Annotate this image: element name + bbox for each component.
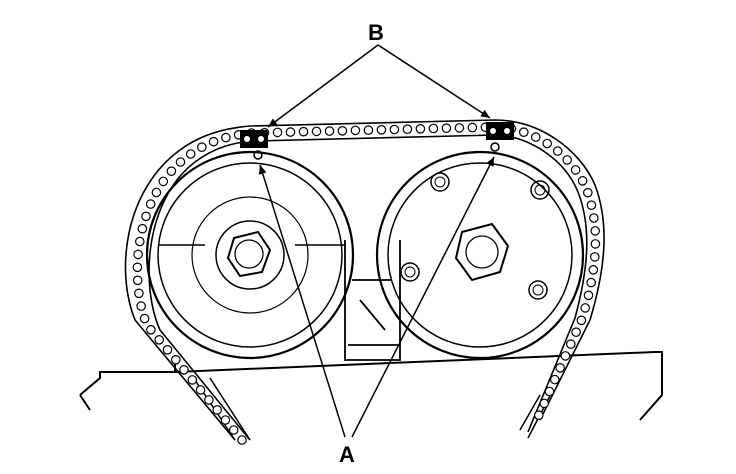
cylinder-head-outline xyxy=(79,351,663,421)
colored-link-right xyxy=(486,122,514,140)
chain-roller xyxy=(228,425,239,435)
chain-roller xyxy=(562,155,572,165)
chain-roller xyxy=(146,324,156,335)
chain-roller xyxy=(582,187,593,198)
chain-roller xyxy=(134,288,144,299)
chain-roller xyxy=(285,127,296,137)
chain-roller xyxy=(132,275,143,286)
chain-roller xyxy=(158,176,169,187)
chain-roller xyxy=(175,157,186,167)
chain-roller xyxy=(576,315,587,326)
chain-roller xyxy=(590,239,601,249)
callout-label-b: B xyxy=(368,20,384,45)
chain-roller xyxy=(137,223,148,234)
chain-roller xyxy=(583,290,594,301)
timing-chain-outer xyxy=(124,119,605,441)
chain-links xyxy=(132,122,601,445)
chain-roller xyxy=(539,398,549,409)
chain-roller xyxy=(145,199,156,209)
right-sprocket-bolt-head xyxy=(454,222,510,282)
chain-roller xyxy=(272,127,283,138)
chain-roller xyxy=(560,351,571,361)
chain-roller xyxy=(162,344,173,355)
chain-roller xyxy=(187,375,198,385)
chain-roller xyxy=(350,125,361,136)
timing-mark-right xyxy=(490,142,500,152)
chain-roller xyxy=(552,146,563,156)
chain-roller xyxy=(544,386,555,397)
chain-roller xyxy=(589,213,599,223)
chain-roller xyxy=(590,226,600,236)
chain-roller xyxy=(166,166,177,176)
chain-roller xyxy=(428,123,439,134)
chain-roller xyxy=(363,125,374,135)
chain-roller xyxy=(441,123,452,133)
chain-roller xyxy=(171,354,181,365)
colored-link-left xyxy=(240,130,268,148)
chain-roller xyxy=(586,200,597,210)
chain-roller xyxy=(195,385,206,395)
chain-roller xyxy=(549,374,560,385)
chain-roller xyxy=(220,415,231,425)
chain-roller xyxy=(402,124,413,134)
chain-roller xyxy=(586,277,596,288)
chain-roller xyxy=(589,252,600,262)
chain-roller xyxy=(580,303,590,313)
chain-roller xyxy=(208,136,219,147)
chain-roller xyxy=(588,264,599,275)
chain-roller xyxy=(151,187,162,198)
chain-roller xyxy=(555,362,565,373)
chain-roller xyxy=(141,211,151,222)
chain-roller xyxy=(139,313,150,324)
chain-roller xyxy=(415,124,426,134)
chain-roller xyxy=(298,126,309,137)
chain-roller xyxy=(185,149,196,159)
chain-roller xyxy=(337,126,348,136)
callout-label-a: A xyxy=(339,442,355,467)
chain-roller xyxy=(577,176,588,186)
left-camshaft-sprocket xyxy=(145,150,355,360)
chain-roller xyxy=(571,327,581,337)
sprocket-holes xyxy=(400,172,550,300)
chain-roller xyxy=(212,405,222,415)
chain-roller xyxy=(132,262,143,273)
timing-chain-inner xyxy=(148,134,588,441)
left-sprocket-bolt-head xyxy=(226,230,272,278)
chain-roller xyxy=(204,395,214,405)
chain-roller xyxy=(154,334,164,345)
chain-roller xyxy=(454,123,465,133)
timing-mark-left xyxy=(253,150,263,160)
chain-roller xyxy=(570,165,581,175)
chain-roller xyxy=(467,122,478,133)
chain-roller xyxy=(530,132,541,142)
chain-roller xyxy=(133,249,143,260)
chain-roller xyxy=(389,124,400,135)
chain-roller xyxy=(221,132,231,143)
chain-roller xyxy=(311,126,322,137)
chain-roller xyxy=(376,125,387,135)
leader-lines xyxy=(258,44,495,438)
right-camshaft-sprocket xyxy=(375,150,585,360)
chain-roller xyxy=(197,142,207,152)
chain-roller xyxy=(136,301,146,311)
chain-roller xyxy=(542,138,552,149)
chain-roller xyxy=(565,339,576,349)
chain-roller xyxy=(237,435,247,445)
chain-roller xyxy=(518,127,529,137)
center-housing xyxy=(344,240,401,361)
chain-roller xyxy=(179,364,189,375)
chain-roller xyxy=(135,236,145,247)
chain-roller xyxy=(533,410,544,420)
chain-roller xyxy=(324,126,335,136)
